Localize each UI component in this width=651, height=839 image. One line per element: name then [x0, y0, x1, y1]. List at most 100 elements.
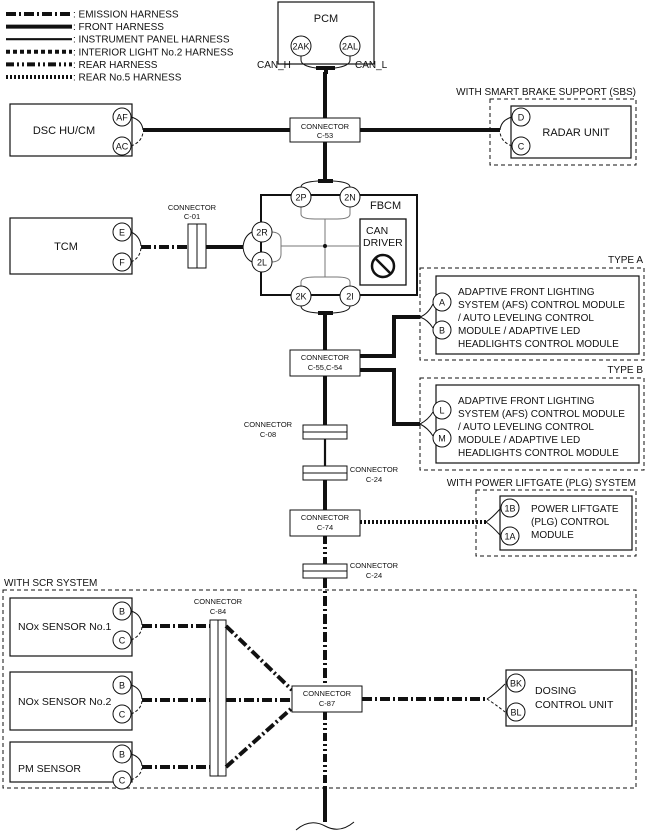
- pm-sensor: PM SENSOR B C: [9, 741, 133, 790]
- pcm-label: PCM: [314, 13, 338, 25]
- type-a-caption: TYPE A: [608, 255, 643, 266]
- dosing-pin-bk: BK: [510, 679, 522, 689]
- afs-b-line: / AUTO LEVELING CONTROL: [458, 422, 594, 433]
- plg-line: POWER LIFTGATE: [531, 504, 619, 515]
- connector-c-74: CONNECTOR C-74: [289, 509, 361, 537]
- scr-caption: WITH SCR SYSTEM: [4, 578, 97, 589]
- nox1-pin-c: C: [119, 636, 126, 646]
- plg-line: (PLG) CONTROL: [531, 517, 610, 528]
- nox2-pin-c: C: [119, 710, 126, 720]
- pcm-pin-2ak: 2AK: [292, 42, 309, 52]
- afs-a-line: MODULE / ADAPTIVE LED: [458, 326, 580, 337]
- tcm-pin-e: E: [119, 228, 125, 238]
- nox-sensor-2: NOx SENSOR No.2 B C: [9, 671, 133, 731]
- can-l-label: CAN_L: [355, 60, 388, 71]
- afs-a-pin-a: A: [439, 298, 445, 308]
- prohibited-icon: [370, 253, 396, 279]
- afs-a-line: HEADLIGHTS CONTROL MODULE: [458, 339, 619, 350]
- legend-label: : REAR HARNESS: [73, 60, 158, 71]
- radar-pin-c: C: [518, 142, 525, 152]
- dosing-line: DOSING: [535, 685, 576, 697]
- radar-pin-d: D: [518, 113, 525, 123]
- connector-id: C-24: [366, 475, 382, 484]
- afs-a-pin-b: B: [439, 326, 445, 336]
- tcm-module: TCM E F: [9, 217, 133, 275]
- connector-label: CONNECTOR: [301, 122, 350, 131]
- dosing-pin-bl: BL: [510, 708, 521, 718]
- plg-module: 1B 1A POWER LIFTGATE (PLG) CONTROL MODUL…: [499, 495, 633, 551]
- fbcm-module: FBCM CAN DRIVER 2P 2N 2R 2L 2K 2I: [251, 186, 418, 307]
- plg-caption: WITH POWER LIFTGATE (PLG) SYSTEM: [447, 478, 636, 489]
- dsc-pin-ac: AC: [116, 142, 129, 152]
- connector-c-87: CONNECTOR C-87: [291, 685, 363, 713]
- afs-b-line: SYSTEM (AFS) CONTROL MODULE: [458, 409, 625, 420]
- connector-id: C-87: [319, 699, 335, 708]
- pm-pin-b: B: [119, 750, 125, 760]
- legend-label: : REAR No.5 HARNESS: [73, 73, 182, 84]
- afs-b-line: ADAPTIVE FRONT LIGHTING: [458, 396, 595, 407]
- connector-c-53: CONNECTOR C-53: [289, 117, 361, 143]
- connector-c-24-b: CONNECTOR C-24: [302, 561, 399, 580]
- can-h-label: CAN_H: [257, 60, 291, 71]
- fbcm-pin-2l: 2L: [257, 258, 267, 268]
- legend-label: : EMISSION HARNESS: [73, 10, 179, 21]
- connector-label: CONNECTOR: [244, 420, 293, 429]
- connector-label: CONNECTOR: [301, 513, 350, 522]
- dsc-label: DSC HU/CM: [33, 125, 95, 137]
- type-b-caption: TYPE B: [607, 365, 643, 376]
- connector-label: CONNECTOR: [350, 465, 399, 474]
- can-driver-label-2: DRIVER: [363, 237, 403, 249]
- plg-line: MODULE: [531, 530, 574, 541]
- radar-unit: RADAR UNIT D C: [510, 105, 632, 159]
- connector-id: C-01: [184, 212, 200, 221]
- connector-label: CONNECTOR: [303, 689, 352, 698]
- continuation-break: [295, 821, 355, 831]
- connector-c-84: CONNECTOR C-84: [194, 597, 243, 777]
- connector-id: C-08: [260, 430, 276, 439]
- pcm-pin-2al: 2AL: [342, 42, 358, 52]
- sbs-caption: WITH SMART BRAKE SUPPORT (SBS): [456, 87, 636, 98]
- legend: : EMISSION HARNESS: FRONT HARNESS: INSTR…: [6, 10, 234, 84]
- connector-label: CONNECTOR: [350, 561, 399, 570]
- pcm-module: PCM 2AK 2AL: [277, 1, 375, 65]
- connector-id: C-84: [210, 607, 226, 616]
- connector-c-01: CONNECTOR C-01: [168, 203, 217, 269]
- afs-b-pin-l: L: [439, 406, 444, 416]
- fbcm-pin-2k: 2K: [295, 292, 306, 302]
- afs-a-line: / AUTO LEVELING CONTROL: [458, 313, 594, 324]
- dsc-module: DSC HU/CM AF AC: [9, 103, 133, 157]
- dsc-pin-af: AF: [116, 113, 128, 123]
- connector-label: CONNECTOR: [301, 353, 350, 362]
- afs-module-type-a: A B ADAPTIVE FRONT LIGHTING SYSTEM (AFS)…: [432, 275, 640, 355]
- nox2-label: NOx SENSOR No.2: [18, 696, 112, 708]
- plg-pin-1b: 1B: [504, 504, 515, 514]
- nox1-pin-b: B: [119, 607, 125, 617]
- nox1-label: NOx SENSOR No.1: [18, 621, 112, 633]
- afs-a-line: ADAPTIVE FRONT LIGHTING: [458, 287, 595, 298]
- pm-label: PM SENSOR: [18, 763, 81, 775]
- connector-id: C-74: [317, 523, 333, 532]
- fbcm-pin-2r: 2R: [256, 228, 268, 238]
- nox-sensor-1: NOx SENSOR No.1 B C: [9, 597, 133, 657]
- fbcm-pin-2p: 2P: [295, 193, 306, 203]
- legend-label: : INTERIOR LIGHT No.2 HARNESS: [73, 47, 234, 58]
- can-driver-label-1: CAN: [366, 225, 388, 237]
- afs-b-line: HEADLIGHTS CONTROL MODULE: [458, 448, 619, 459]
- connector-label: CONNECTOR: [194, 597, 243, 606]
- connector-id: C-55,C-54: [308, 363, 343, 372]
- fbcm-pin-2n: 2N: [344, 193, 356, 203]
- afs-b-pin-m: M: [438, 434, 446, 444]
- connector-c-24-a: CONNECTOR C-24: [302, 465, 399, 484]
- nox2-pin-b: B: [119, 681, 125, 691]
- fbcm-label: FBCM: [370, 200, 401, 212]
- pm-pin-c: C: [119, 776, 126, 786]
- connector-id: C-24: [366, 571, 382, 580]
- connector-label: CONNECTOR: [168, 203, 217, 212]
- tcm-pin-f: F: [119, 258, 125, 268]
- afs-a-line: SYSTEM (AFS) CONTROL MODULE: [458, 300, 625, 311]
- legend-label: : INSTRUMENT PANEL HARNESS: [73, 35, 230, 46]
- plg-pin-1a: 1A: [504, 532, 515, 542]
- radar-label: RADAR UNIT: [542, 127, 610, 139]
- afs-b-line: MODULE / ADAPTIVE LED: [458, 435, 580, 446]
